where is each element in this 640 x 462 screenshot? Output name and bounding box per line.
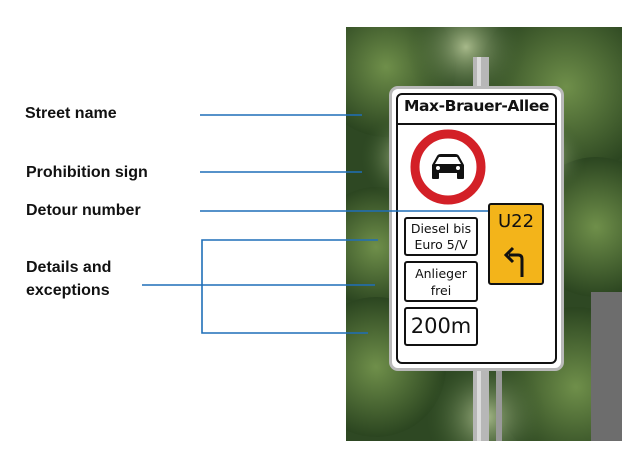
traffic-sign: Max-Brauer-Allee Diesel bis Euro 5/V Anl… [389,86,564,371]
detour-number-text: U22 [497,211,535,232]
no-motor-vehicles-icon [410,129,486,205]
plate-anlieger-line1: Anlieger [415,266,467,281]
plate-anlieger-line2: frei [430,283,452,298]
plate-diesel-line2: Euro 5/V [414,237,468,252]
label-details-line2: exceptions [26,282,110,299]
label-details-exceptions: Details and exceptions [26,256,111,302]
detour-plate: U22 [488,203,544,285]
turn-left-arrow-icon [503,246,524,277]
street-divider [396,123,557,125]
label-prohibition-sign: Prohibition sign [26,164,148,181]
label-street-name: Street name [25,105,117,122]
plate-distance: 200m [404,307,478,346]
plate-anlieger: Anlieger frei [404,261,478,302]
plate-diesel-line1: Diesel bis [410,221,472,236]
plate-diesel: Diesel bis Euro 5/V [404,217,478,256]
street-name-text: Max-Brauer-Allee [403,97,550,115]
label-details-line1: Details and [26,259,112,276]
label-detour-number: Detour number [26,202,141,219]
sign-border [396,93,557,364]
